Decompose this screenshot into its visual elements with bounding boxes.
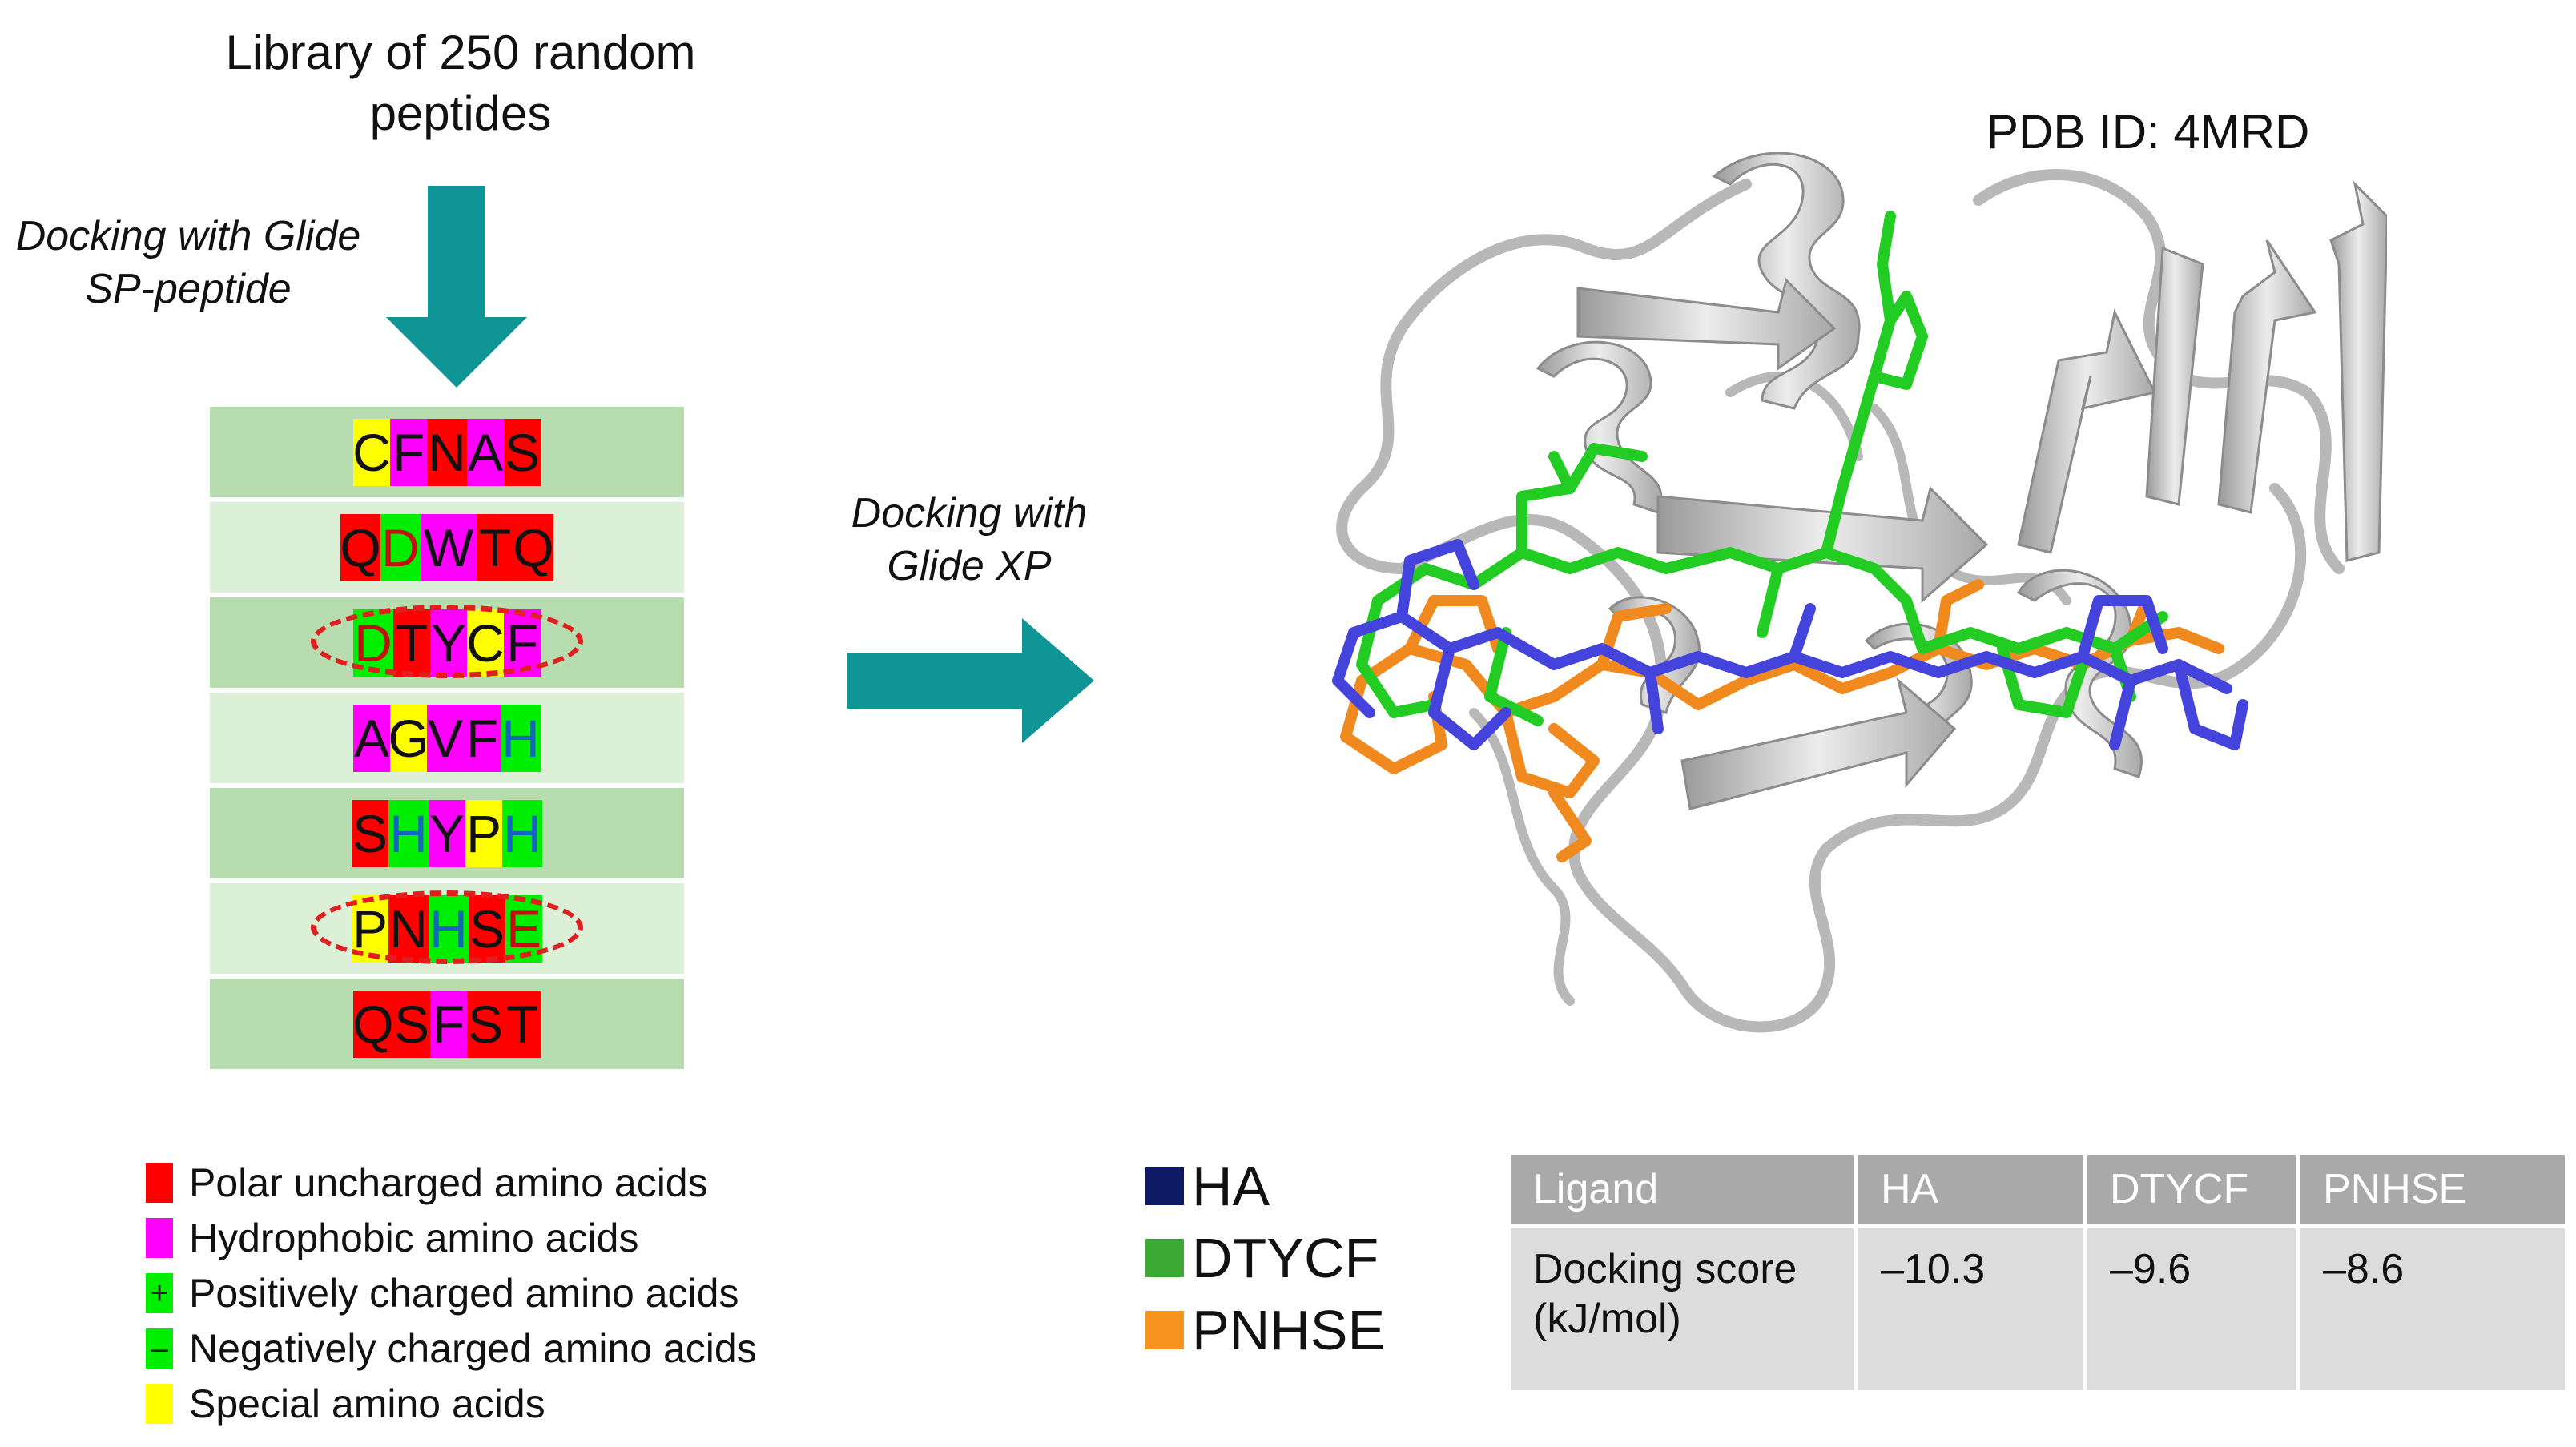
ligand-swatch [1145,1167,1184,1205]
docking-score-table: Ligand HA DTYCF PNHSE Docking score (kJ/… [1506,1150,2570,1395]
residue: S [352,799,388,867]
down-arrow-icon [386,186,527,388]
legend-item-negative: –Negatively charged amino acids [146,1320,757,1376]
ligand-legend: HA DTYCF PNHSE [1145,1150,1385,1366]
residue: D [380,513,421,581]
residue: G [388,704,429,772]
legend-label: Hydrophobic amino acids [189,1215,639,1260]
residue: T [504,990,541,1058]
residue: A [353,704,390,772]
residue: H [501,704,541,772]
protein-structure [1332,152,2387,1033]
right-arrow-icon [847,618,1094,743]
legend-swatch [146,1217,173,1258]
residue: Y [429,799,465,867]
score-ha: –10.3 [1858,1228,2083,1390]
residue: Q [340,513,381,581]
header-ha: HA [1858,1155,2083,1224]
legend-item-hydrophobic: Hydrophobic amino acids [146,1210,757,1265]
ligand-name: DTYCF [1192,1227,1379,1289]
ligand-legend-item: PNHSE [1145,1294,1385,1366]
score-table-header: Ligand HA DTYCF PNHSE [1511,1155,2565,1224]
library-title: Library of 250 random peptides [225,26,696,140]
header-pnhse: PNHSE [2300,1155,2565,1224]
legend-swatch [146,1162,173,1203]
residue: V [427,704,464,772]
legend-charge-mark: – [150,1330,169,1366]
legend-item-positive: + Positively charged amino acids [146,1265,757,1320]
table-row: Docking score (kJ/mol) –10.3 –9.6 –8.6 [1511,1228,2565,1390]
legend-label: Special amino acids [189,1381,545,1426]
ligand-legend-item: HA [1145,1150,1385,1222]
ligand-legend-item: DTYCF [1145,1222,1385,1294]
score-dtycf: –9.6 [2087,1228,2296,1390]
residue: F [464,704,501,772]
legend-swatch: + [146,1272,173,1313]
sp-docking-label: Docking with Glide SP-peptide [15,213,361,312]
residue: W [421,513,477,581]
residue: C [352,418,391,486]
legend-label: Polar uncharged amino acids [189,1160,708,1205]
residue: H [388,799,429,867]
residue: S [467,990,504,1058]
residue: F [390,418,427,486]
residue: F [430,990,467,1058]
residue: A [467,418,504,486]
xp-docking-label: Docking with Glide XP [851,490,1088,589]
selected-peptide-ring [311,890,583,964]
residue: S [504,418,541,486]
header-ligand: Ligand [1511,1155,1854,1224]
legend-label: Positively charged amino acids [189,1270,739,1316]
residue: H [502,799,542,867]
residue: T [477,513,513,581]
residue: P [465,799,502,867]
residue: N [427,418,467,486]
legend-swatch: – [146,1328,173,1369]
legend-charge-mark: + [150,1275,169,1311]
ligand-name: HA [1192,1155,1270,1217]
legend-label: Negatively charged amino acids [189,1325,757,1371]
pdb-id-label: PDB ID: 4MRD [1986,105,2310,159]
legend-item-special: Special amino acids [146,1376,757,1431]
ligand-swatch [1145,1311,1184,1349]
score-pnhse: –8.6 [2300,1228,2565,1390]
ligand-swatch [1145,1239,1184,1277]
residue: S [393,990,430,1058]
header-dtycf: DTYCF [2087,1155,2296,1224]
legend-item-polar: Polar uncharged amino acids [146,1155,757,1210]
residue: Q [352,990,394,1058]
selected-peptide-ring [311,605,583,678]
residue: Q [513,513,554,581]
ligand-name: PNHSE [1192,1299,1386,1361]
legend-swatch [146,1383,173,1424]
row-label-docking-score: Docking score (kJ/mol) [1511,1228,1854,1390]
